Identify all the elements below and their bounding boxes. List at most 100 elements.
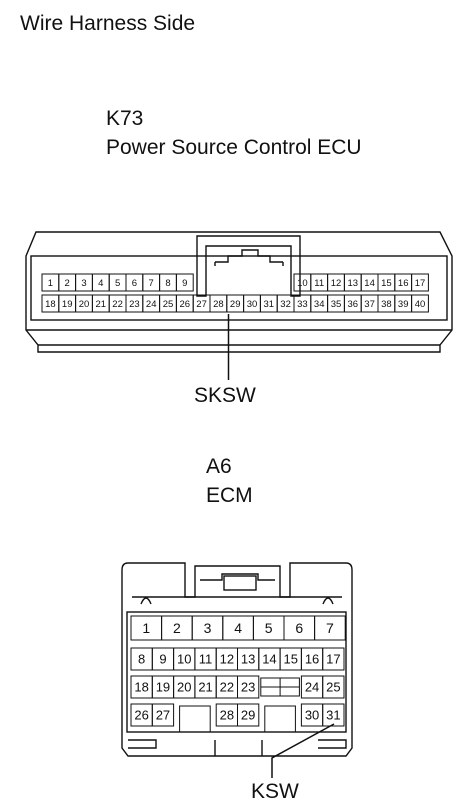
- connector-a6-code: A6: [206, 455, 232, 478]
- pin-label: 11: [199, 652, 213, 667]
- key-slot: [264, 705, 296, 733]
- pin-label: 1: [48, 278, 53, 289]
- pin-label: 5: [115, 278, 120, 289]
- pin-label: 24: [146, 299, 157, 310]
- pin-label: 33: [297, 299, 308, 310]
- pin-label: 8: [138, 652, 145, 667]
- connector-k73-name: Power Source Control ECU: [106, 136, 362, 159]
- pin-label: 17: [326, 652, 340, 667]
- pin-label: 1: [142, 620, 150, 636]
- empty-cavity: [280, 704, 301, 726]
- pin-label: 3: [204, 620, 212, 636]
- pin-label: 13: [348, 278, 359, 289]
- pin-label: 30: [247, 299, 258, 310]
- pin-label: 29: [230, 299, 241, 310]
- pin-label: 37: [364, 299, 375, 310]
- empty-cavity: [227, 274, 244, 291]
- pin-cell: [322, 703, 345, 727]
- connector-k73-body: [25, 231, 453, 353]
- pin-label: 18: [45, 299, 56, 310]
- pin-label: 30: [305, 708, 319, 723]
- pin-label: 10: [177, 652, 191, 667]
- pin-label: 38: [381, 299, 392, 310]
- pin-cell: [322, 647, 345, 671]
- pin-label: 35: [331, 299, 342, 310]
- pin-label: 22: [220, 680, 234, 695]
- pin-label: 27: [156, 708, 170, 723]
- empty-cavity: [193, 274, 210, 291]
- pin-cell: [411, 294, 429, 313]
- pin-cell: [151, 703, 175, 727]
- pin-label: 19: [62, 299, 73, 310]
- pin-label: 27: [196, 299, 207, 310]
- pin-cell: [314, 615, 346, 641]
- empty-cavity: [260, 274, 277, 291]
- pin-label: 7: [149, 278, 154, 289]
- pin-label: 14: [262, 652, 276, 667]
- empty-cavity: [210, 274, 227, 291]
- pin-label: 9: [182, 278, 187, 289]
- pin-cell: [237, 675, 260, 699]
- signal-label-sksw: SKSW: [194, 384, 256, 407]
- pin-label: 34: [314, 299, 325, 310]
- pin-label: 28: [213, 299, 224, 310]
- pin-label: 15: [284, 652, 298, 667]
- pin-label: 28: [220, 708, 234, 723]
- pin-label: 25: [326, 680, 340, 695]
- pin-label: 39: [398, 299, 409, 310]
- pin-label: 22: [112, 299, 123, 310]
- pin-label: 3: [81, 278, 86, 289]
- pin-label: 10: [297, 278, 308, 289]
- pin-label: 29: [241, 708, 255, 723]
- empty-cavity: [259, 704, 280, 726]
- pin-label: 16: [305, 652, 319, 667]
- pin-label: 26: [180, 299, 191, 310]
- pin-label: 21: [198, 680, 212, 695]
- pin-label: 23: [129, 299, 140, 310]
- pin-label: 8: [165, 278, 170, 289]
- connector-a6-body: [121, 562, 353, 757]
- pin-label: 5: [265, 620, 273, 636]
- pin-label: 6: [132, 278, 137, 289]
- pin-label: 2: [173, 620, 181, 636]
- pin-label: 19: [156, 680, 170, 695]
- pin-label: 9: [159, 652, 166, 667]
- pin-label: 7: [326, 620, 334, 636]
- pin-label: 23: [241, 680, 255, 695]
- pin-label: 20: [79, 299, 90, 310]
- pin-label: 26: [134, 708, 148, 723]
- pin-label: 20: [177, 680, 191, 695]
- pin-label: 40: [415, 299, 426, 310]
- wire-ksw: [271, 723, 335, 778]
- pin-label: 12: [220, 652, 234, 667]
- pin-label: 13: [241, 652, 255, 667]
- pin-cell: [237, 703, 260, 727]
- pin-label: 31: [264, 299, 275, 310]
- pin-label: 21: [96, 299, 107, 310]
- pin-label: 18: [134, 680, 148, 695]
- pin-label: 14: [364, 278, 375, 289]
- pin-label: 6: [295, 620, 303, 636]
- pin-cell: [411, 273, 429, 292]
- connector-k73-code: K73: [106, 107, 144, 130]
- signal-label-ksw: KSW: [251, 780, 299, 803]
- pin-label: 25: [163, 299, 174, 310]
- empty-cavity: [174, 704, 195, 726]
- page-title: Wire Harness Side: [20, 12, 196, 35]
- pin-label: 12: [331, 278, 342, 289]
- pin-label: 31: [326, 708, 340, 723]
- pin-cell: [322, 675, 345, 699]
- pin-label: 36: [348, 299, 359, 310]
- pin-label: 2: [65, 278, 70, 289]
- pin-label: 11: [314, 278, 324, 289]
- empty-cavity: [195, 704, 216, 726]
- key-slot: [179, 705, 211, 733]
- pin-label: 17: [415, 278, 426, 289]
- pin-cell: [175, 273, 194, 292]
- pin-label: 4: [98, 278, 103, 289]
- pin-label: 16: [398, 278, 409, 289]
- pin-label: 4: [234, 620, 242, 636]
